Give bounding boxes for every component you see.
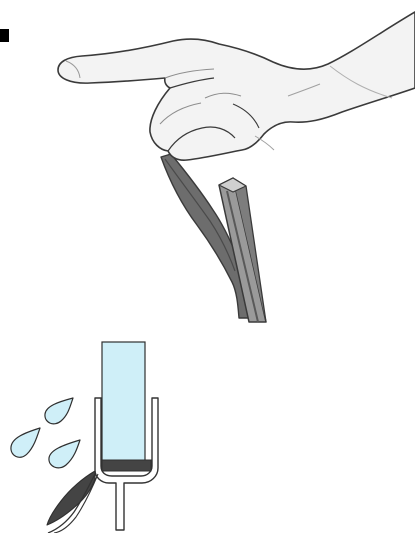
water-drop-icon	[45, 398, 73, 424]
water-drop-icon	[49, 440, 80, 468]
water-drop-icon	[11, 428, 40, 457]
installation-scene	[58, 12, 415, 322]
hand-icon	[58, 12, 415, 160]
corner-marker-icon	[0, 29, 9, 42]
glass-panel-icon	[102, 342, 145, 468]
water-drops	[11, 398, 80, 468]
cross-section-scene	[11, 342, 158, 533]
